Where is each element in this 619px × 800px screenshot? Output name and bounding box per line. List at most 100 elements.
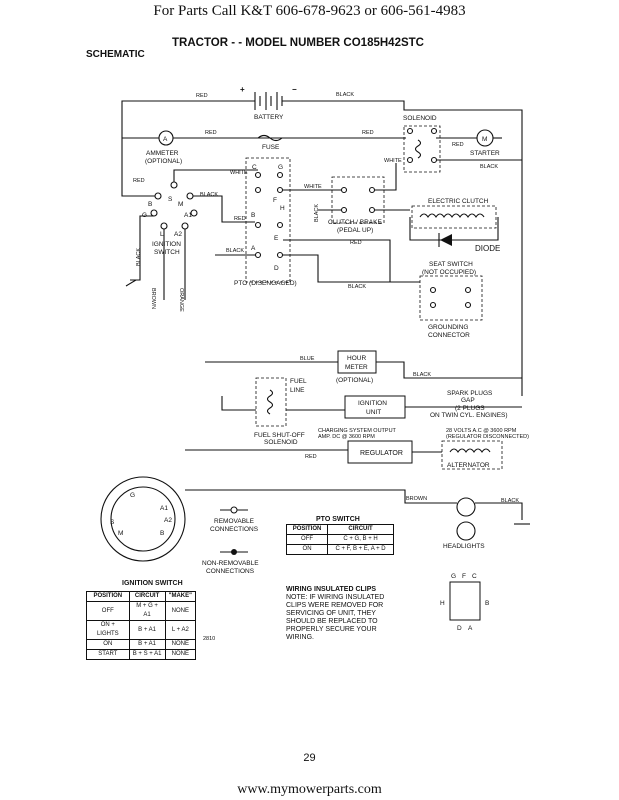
fuse-symbol bbox=[257, 134, 283, 142]
charging-label2: AMP. DC @ 3600 RPM bbox=[318, 434, 375, 440]
ignition-switch-label: IGNITION bbox=[152, 241, 181, 248]
removable-label1: REMOVABLE bbox=[214, 518, 255, 525]
pto-header-circuit: CIRCUIT bbox=[327, 524, 394, 535]
removable-connection-symbol bbox=[230, 506, 238, 514]
table-cell: ON bbox=[86, 639, 130, 650]
fuse-label: FUSE bbox=[262, 144, 280, 151]
nonremovable-label2: CONNECTIONS bbox=[206, 568, 255, 575]
diode-symbol bbox=[440, 234, 452, 246]
pto-connector-diagram bbox=[449, 581, 481, 621]
pto-black-label: BLACK bbox=[226, 248, 244, 254]
clips-note-body: NOTE: IF WIRING INSULATED CLIPS WERE REM… bbox=[286, 594, 385, 641]
alternator bbox=[441, 440, 503, 470]
ign-header-make: "MAKE" bbox=[164, 591, 197, 602]
hour-blue-label: BLUE bbox=[300, 356, 315, 362]
ammeter-a: A bbox=[163, 136, 168, 143]
battery-black-wire-label: BLACK bbox=[336, 92, 354, 98]
fuel-line-label2: LINE bbox=[290, 387, 305, 394]
clips-note-title: WIRING INSULATED CLIPS bbox=[286, 586, 377, 593]
pto-e: E bbox=[274, 235, 279, 242]
table-cell: OFF bbox=[86, 601, 130, 621]
hour-meter-optional: (OPTIONAL) bbox=[336, 377, 373, 384]
ign-black-label-2: BLACK bbox=[136, 248, 142, 266]
volts-ac-label2: (REGULATOR DISCONNECTED) bbox=[446, 434, 529, 440]
conn-a: A bbox=[468, 625, 473, 632]
pto-d: D bbox=[274, 265, 279, 272]
ammeter-label: AMMETER bbox=[146, 150, 179, 157]
headlight-2 bbox=[456, 521, 476, 541]
electric-clutch-label: ELECTRIC CLUTCH bbox=[428, 198, 489, 205]
wiring-clips-note: WIRING INSULATED CLIPS NOTE: IF WIRING I… bbox=[286, 586, 406, 642]
clutch-brake-label: CLUTCH / BRAKE bbox=[328, 219, 382, 226]
solenoid bbox=[403, 125, 441, 173]
table-row: OFF C + G, B + H bbox=[285, 534, 394, 545]
diagram-title: TRACTOR - - MODEL NUMBER CO185H42STC bbox=[172, 37, 424, 49]
pto-red-label: RED bbox=[234, 216, 246, 222]
schematic-label: SCHEMATIC bbox=[86, 49, 145, 60]
table-row: ON C + F, B + E, A + D bbox=[285, 544, 394, 555]
diagram-code: 2810 bbox=[203, 636, 215, 642]
conn-b: B bbox=[485, 600, 489, 607]
ign-white-label: WHITE bbox=[230, 170, 248, 176]
term-a2: A2 bbox=[174, 231, 182, 238]
alternator-label: ALTERNATOR bbox=[447, 462, 490, 469]
table-row: OFF M + G + A1 NONE bbox=[86, 601, 197, 621]
starter-m: M bbox=[482, 136, 487, 143]
diode-label: DIODE bbox=[475, 244, 500, 253]
ignition-unit-label1: IGNITION bbox=[358, 400, 387, 407]
table-cell: NONE bbox=[164, 639, 197, 650]
footer-url[interactable]: www.mymowerparts.com bbox=[237, 782, 382, 797]
ignition-switch-title: IGNITION SWITCH bbox=[122, 580, 183, 587]
face-b: B bbox=[160, 530, 164, 537]
spark-plugs-label4: ON TWIN CYL. ENGINES) bbox=[430, 412, 508, 419]
term-l: L bbox=[160, 231, 164, 238]
ign-header-position: POSITION bbox=[86, 591, 130, 602]
headlight-black-label: BLACK bbox=[501, 498, 519, 504]
removable-label2: CONNECTIONS bbox=[210, 526, 259, 533]
nonremovable-connection-symbol bbox=[231, 549, 237, 555]
table-cell: NONE bbox=[164, 601, 197, 621]
pto-header-position: POSITION bbox=[285, 524, 329, 535]
table-cell: ON bbox=[285, 544, 329, 555]
ammeter-red-label: RED bbox=[205, 130, 217, 136]
hour-meter-label2: METER bbox=[345, 364, 368, 371]
regulator-red-label: RED bbox=[305, 454, 317, 460]
headlight-1 bbox=[456, 497, 476, 517]
not-occupied-label: (NOT OCCUPIED) bbox=[422, 269, 476, 276]
term-a1: A1 bbox=[184, 212, 192, 219]
term-b: B bbox=[148, 201, 152, 208]
fuel-shutoff-label1: FUEL SHUT-OFF bbox=[254, 432, 305, 439]
brown-wire-label: BROWN bbox=[150, 288, 156, 309]
table-cell: ON + LIGHTS bbox=[86, 620, 130, 640]
seat-black-label: BLACK bbox=[348, 284, 366, 290]
ignition-switch-table: POSITION CIRCUIT "MAKE" OFF M + G + A1 N… bbox=[86, 591, 197, 660]
hour-meter-label1: HOUR bbox=[347, 355, 366, 362]
starter-red-label: RED bbox=[452, 142, 464, 148]
starter-label: STARTER bbox=[470, 150, 500, 157]
pto-disengaged-label: PTO (DISENGAGED) bbox=[234, 280, 297, 287]
connector-label: CONNECTOR bbox=[428, 332, 470, 339]
ignition-unit-label2: UNIT bbox=[366, 409, 381, 416]
fuel-shutoff-label2: SOLENOID bbox=[264, 439, 298, 446]
seat-switch-label: SEAT SWITCH bbox=[429, 261, 473, 268]
table-cell: NONE bbox=[164, 649, 197, 660]
conn-h: H bbox=[440, 600, 445, 607]
table-cell: M + G + A1 bbox=[128, 601, 166, 621]
battery-symbol bbox=[254, 92, 283, 110]
battery-negative: − bbox=[292, 85, 297, 94]
table-cell: OFF bbox=[285, 534, 329, 545]
clutch-black-label: BLACK bbox=[314, 204, 320, 222]
ign-header-circuit: CIRCUIT bbox=[128, 591, 166, 602]
face-s: S bbox=[110, 519, 115, 526]
regulator-label: REGULATOR bbox=[360, 450, 403, 457]
ammeter-optional: (OPTIONAL) bbox=[145, 158, 182, 165]
face-g: G bbox=[130, 492, 135, 499]
battery-red-wire-label: RED bbox=[196, 93, 208, 99]
pto-switch-title: PTO SWITCH bbox=[316, 516, 360, 523]
clutch-brake-switch bbox=[331, 176, 385, 224]
face-m: M bbox=[118, 530, 123, 537]
fuel-line-label1: FUEL bbox=[290, 378, 307, 385]
pto-c: C bbox=[252, 164, 257, 171]
table-cell: B + A1 bbox=[128, 620, 166, 640]
